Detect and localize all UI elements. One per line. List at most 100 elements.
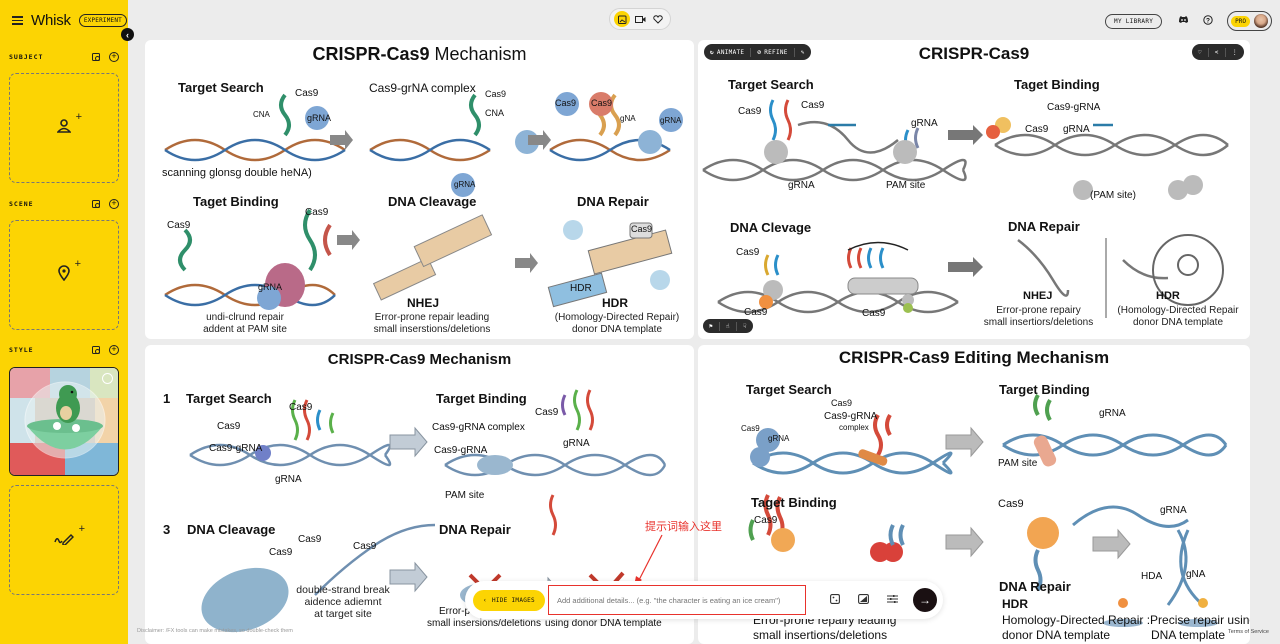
label: Target Search [728,77,814,92]
label: Cas9-grNA complex [369,81,476,95]
add-circle-icon[interactable]: + [109,345,119,355]
discord-icon[interactable] [1178,15,1189,27]
caption: donor DNA template [1002,628,1111,642]
result-image-2[interactable]: CRISPR-Cas9 [698,40,1250,339]
step-number: 1 [163,391,171,406]
image-mode-icon[interactable] [614,11,630,27]
label: gRNA [1099,408,1126,419]
extra-dropzone[interactable]: + [9,485,119,595]
label: gRNA [258,282,283,292]
label: Cas9-gRNA [824,411,878,422]
label: Cas9 [862,308,886,319]
refine-button[interactable]: ⊘REFINE [751,47,795,57]
image-title: CRISPR-Cas9 Editing Mechanism [838,348,1110,367]
label: gRNA [1160,505,1187,516]
label: Cas9 [353,541,377,552]
style-label: STYLE [9,346,34,354]
person-add-icon: + [56,111,82,138]
help-icon[interactable]: ? [1203,14,1213,28]
label: DNA Clevage [730,220,812,235]
label: Cas9-gRNA [209,443,263,454]
experiment-badge: EXPERIMENT [78,14,127,27]
label: gRNA [275,474,302,485]
refine-icon: ⊘ [757,48,762,56]
label: Cas9 [741,424,760,433]
dice-icon[interactable] [92,346,100,354]
thumbs-down-icon[interactable]: ☟ [742,322,747,330]
label: DNA Cleavage [187,522,276,537]
my-library-button[interactable]: MY LIBRARY [1105,13,1163,29]
avatar[interactable] [1254,14,1268,28]
label: Cas9 [631,224,653,234]
share-icon[interactable]: < [1209,47,1226,57]
chevron-left-icon: ‹ [483,597,487,604]
dice-icon[interactable] [92,200,100,208]
pro-badge: PRO [1231,15,1250,27]
caption: (Homology-Directed Repair)donor DNA temp… [554,312,680,335]
sidebar: Whisk EXPERIMENT SUBJECT + + SCENE + + S… [0,0,128,644]
heart-icon[interactable]: ♡ [1192,47,1209,57]
image-actions-left: ↻ANIMATE ⊘REFINE ✎ [704,44,811,60]
add-circle-icon[interactable]: + [109,52,119,62]
menu-icon[interactable] [12,16,23,25]
label: small insersions/deletions [427,618,541,629]
prompt-annotation: 提示词输入这里 [645,521,722,533]
label: Cas9 [305,207,329,218]
result-image-1[interactable]: CRISPR-Cas9 Mechanism [145,40,694,339]
dice-icon[interactable] [92,53,100,61]
label: HDR [1002,597,1028,611]
prompt-input[interactable] [548,585,806,615]
pencil-add-icon: + [54,523,85,550]
scene-dropzone[interactable]: + [9,220,119,330]
label: Cas9-gRNA [434,445,488,456]
label: gRNA [660,116,682,125]
label: CNA [253,110,270,119]
label: gRNA [454,180,476,189]
label: Cas9 [754,515,778,526]
terms-of-service-link[interactable]: Terms of Service [1228,629,1269,635]
settings-sliders-icon[interactable] [887,594,898,607]
heart-icon[interactable] [650,11,666,27]
submit-arrow-button[interactable]: → [913,588,937,612]
hide-images-button[interactable]: ‹HIDE IMAGES [473,590,545,611]
label: Cas9 [289,402,313,413]
label: Target Search [178,80,264,95]
label: Cas9 [298,534,322,545]
thumbs-up-icon[interactable]: ☝ [720,321,737,331]
label: Cas9 [555,98,577,108]
label: Cas9 [269,547,293,558]
style-thumbnail[interactable] [9,367,119,476]
more-options-icon[interactable]: ⋮ [1231,48,1238,56]
animate-button[interactable]: ↻ANIMATE [704,47,752,57]
label: CNA [485,108,505,118]
aspect-ratio-icon[interactable] [858,594,869,607]
label: Target Binding [436,391,527,406]
subject-dropzone[interactable]: + [9,73,119,183]
label: HDR [570,283,592,294]
location-pin-add-icon: + [58,258,81,286]
label: PAM site [445,490,485,501]
dice-icon[interactable] [830,594,840,607]
caption: Homology-Directed Repair :Precise repair… [1002,613,1250,627]
account-pill[interactable]: PRO [1227,11,1272,31]
label: DNA Repair [577,194,649,209]
label: HDR [1156,290,1180,302]
label: gRNA [788,180,815,191]
collapse-sidebar-button[interactable]: ‹ [121,28,134,41]
video-mode-icon[interactable] [632,11,648,27]
label: Cas9 [1025,124,1049,135]
select-checkbox[interactable] [102,373,113,384]
label: gNA [620,114,636,123]
feedback-bar: ⚑ ☝ ☟ [703,319,753,333]
disclaimer: Disclaimer: /FX tools can make mistakes,… [137,628,293,634]
flag-icon[interactable]: ⚑ [703,321,720,331]
scene-label: SCENE [9,200,34,208]
label: DNA Repair [1008,219,1080,234]
label: Cas9 [295,88,319,99]
edit-prompt-icon[interactable]: ✎ [800,48,805,56]
add-circle-icon[interactable]: + [109,199,119,209]
subject-label: SUBJECT [9,53,44,61]
scene-header: SCENE + [9,199,119,209]
topbar-right: MY LIBRARY ? PRO [1105,11,1272,31]
